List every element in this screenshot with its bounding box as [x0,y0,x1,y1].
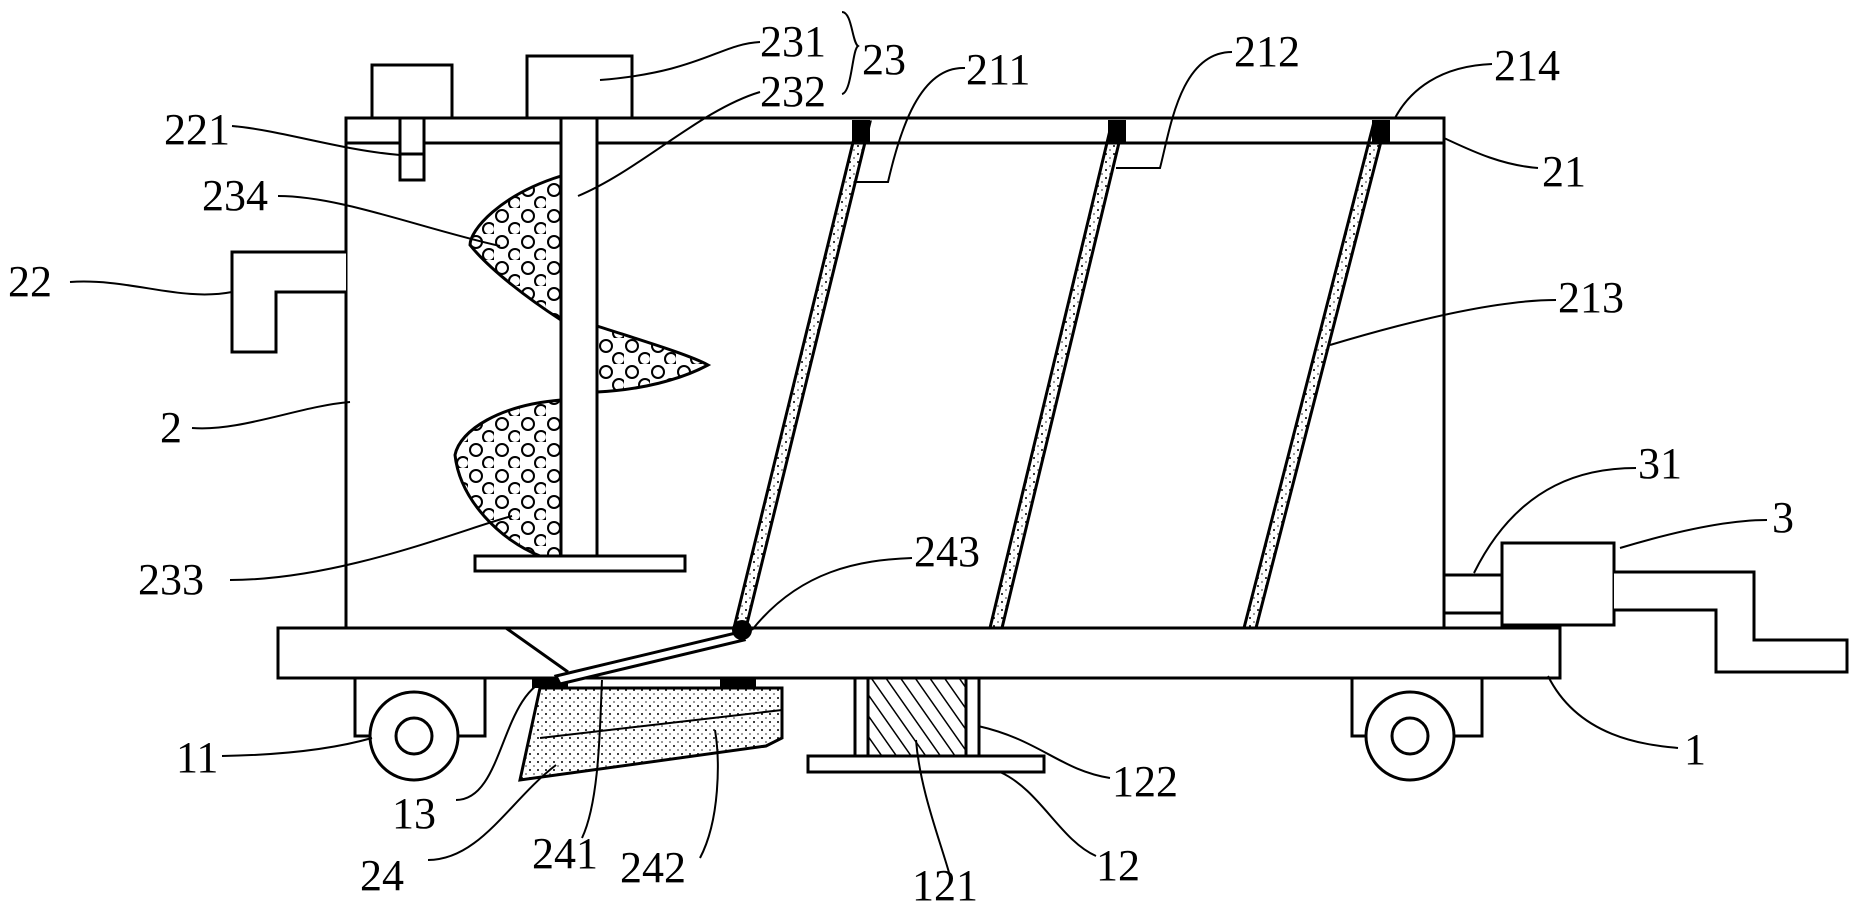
filter-plate-212 [988,120,1126,630]
lead-214 [1394,63,1493,119]
label-121: 121 [912,861,978,903]
lead-21 [1443,137,1539,169]
label-234: 234 [202,171,268,220]
spiral-blade-lower [453,398,563,558]
right-wheel-hub [1390,716,1430,756]
small-tab-left [532,678,568,688]
label-22: 22 [8,257,52,306]
left-wheel-hub [394,716,434,756]
lead-213 [1329,299,1557,346]
label-233: 233 [138,555,204,604]
label-242: 242 [620,843,686,892]
lead-221 [231,125,401,156]
shaft-base-plate [473,554,687,573]
label-23: 23 [862,35,906,84]
label-231: 231 [760,17,826,66]
lead-241 [581,679,603,839]
lead-2 [191,401,351,430]
lead-232 [577,91,761,197]
lead-31 [1473,467,1637,574]
lead-212 [1116,51,1233,169]
lead-13 [455,677,553,801]
slot-211 [852,120,870,144]
tray-rim [539,709,783,739]
filter-plate-211 [730,120,872,638]
base-frame [276,626,1562,680]
spiral-blade-upper [468,173,563,323]
label-122: 122 [1112,757,1178,806]
inlet-pipe [230,250,346,354]
label-243: 243 [914,527,980,576]
outlet-discharge-pipe [1614,570,1849,674]
label-232: 232 [760,67,826,116]
feed-valve-221 [398,116,426,182]
lead-211 [856,66,966,183]
top-motor-left [370,63,454,120]
label-2: 2 [160,403,182,452]
base-frame-notch [346,626,569,674]
spiral-blade-middle [595,323,712,394]
connecting-rod-241 [553,630,747,686]
label-11: 11 [176,733,218,782]
label-214: 214 [1494,41,1560,90]
label-213: 213 [1558,273,1624,322]
filter-plate-213 [1242,120,1388,630]
lead-11 [221,737,373,757]
label-211: 211 [966,45,1030,94]
lead-121 [915,739,951,877]
lead-24 [427,764,557,861]
lead-22 [69,280,233,296]
collection-tray-242 [518,686,784,782]
slot-214 [1372,120,1390,144]
tank-body [344,116,1446,630]
label-13: 13 [392,789,436,838]
label-21: 21 [1542,147,1586,196]
support-plate [806,754,1046,774]
lead-122 [977,725,1111,779]
brace-23 [841,11,860,95]
lead-243 [751,557,913,631]
outlet-pipe-31 [1442,573,1504,615]
hinge-243 [732,620,752,640]
lead-234 [277,195,501,247]
label-1: 1 [1684,725,1706,774]
lead-231 [599,41,761,81]
slot-212 [1108,120,1126,144]
stirring-shaft [559,116,599,560]
label-12: 12 [1096,841,1140,890]
label-31: 31 [1638,439,1682,488]
label-241: 241 [532,829,598,878]
label-24: 24 [360,851,404,900]
lead-12 [999,771,1097,857]
lead-3 [1619,519,1768,549]
label-221: 221 [164,105,230,154]
lead-233 [229,515,513,581]
label-3: 3 [1772,493,1794,542]
lead-1 [1547,675,1679,749]
lead-242 [699,729,719,859]
pump-3 [1500,541,1616,627]
top-motor-231 [525,54,634,120]
small-tab-right [720,678,756,688]
label-212: 212 [1234,27,1300,76]
